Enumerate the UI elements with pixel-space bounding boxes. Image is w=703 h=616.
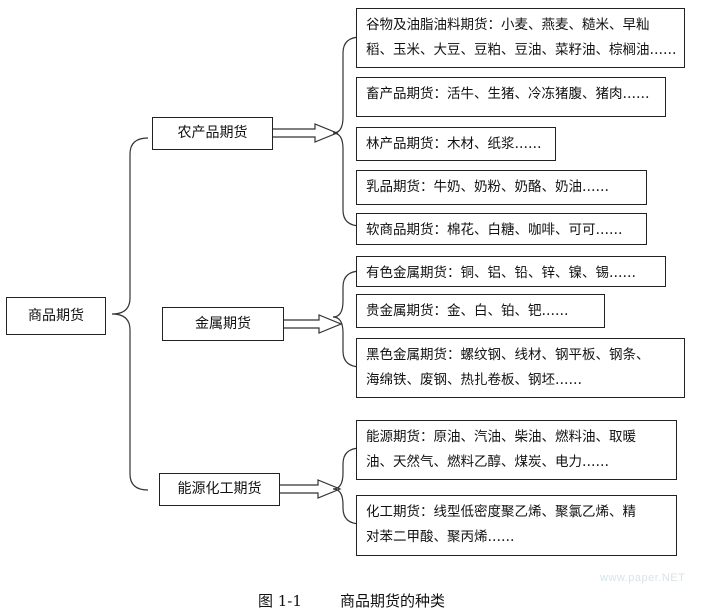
category-metals-label: 金属期货 <box>195 315 251 332</box>
watermark: www.paper.NET <box>600 572 686 584</box>
leaf-line: 林产品期货：木材、纸浆…… <box>366 136 542 152</box>
category-metals: 金属期货 <box>162 307 284 341</box>
metals-arrow <box>284 314 343 334</box>
leaf-softs: 软商品期货：棉花、白糖、咖啡、可可…… <box>356 213 647 245</box>
leaf-chemical: 化工期货：线型低密度聚乙烯、聚氯乙烯、精 对苯二甲酸、聚丙烯…… <box>356 495 677 556</box>
leaf-forest: 林产品期货：木材、纸浆…… <box>356 127 556 161</box>
leaf-line: 畜产品期货：活牛、生猪、冷冻猪腹、猪肉…… <box>366 86 650 102</box>
leaf-line: 对苯二甲酸、聚丙烯…… <box>366 529 515 545</box>
figure-caption: 图 1-1 商品期货的种类 <box>257 592 446 610</box>
leaf-energy: 能源期货：原油、汽油、柴油、燃料油、取暖 油、天然气、燃料乙醇、煤炭、电力…… <box>356 420 677 480</box>
energy-arrow <box>280 479 342 499</box>
agriculture-arrow <box>273 123 339 143</box>
root-box: 商品期货 <box>6 297 106 335</box>
category-agriculture: 农产品期货 <box>152 117 273 150</box>
leaf-line: 有色金属期货：铜、铝、铅、锌、镍、锡…… <box>366 265 636 281</box>
root-label: 商品期货 <box>28 307 84 324</box>
leaf-precious: 贵金属期货：金、白、铂、钯…… <box>356 294 605 328</box>
leaf-ferrous: 黑色金属期货：螺纹钢、线材、钢平板、钢条、 海绵铁、废钢、热扎卷板、钢坯…… <box>356 338 685 398</box>
leaf-dairy: 乳品期货：牛奶、奶粉、奶酪、奶油…… <box>356 170 647 205</box>
agriculture-brace <box>332 36 362 227</box>
metals-brace <box>332 270 362 368</box>
leaf-nonferrous: 有色金属期货：铜、铝、铅、锌、镍、锡…… <box>356 256 666 287</box>
leaf-line: 能源期货：原油、汽油、柴油、燃料油、取暖 <box>366 429 636 445</box>
leaf-line: 谷物及油脂油料期货：小麦、燕麦、糙米、早籼 <box>366 17 650 33</box>
energy-brace <box>332 447 362 525</box>
leaf-line: 稻、玉米、大豆、豆粕、豆油、菜籽油、棕榈油…… <box>366 42 677 58</box>
leaf-line: 乳品期货：牛奶、奶粉、奶酪、奶油…… <box>366 179 609 195</box>
root-brace <box>111 137 149 491</box>
leaf-line: 油、天然气、燃料乙醇、煤炭、电力…… <box>366 454 609 470</box>
leaf-line: 软商品期货：棉花、白糖、咖啡、可可…… <box>366 222 623 238</box>
category-energy-chemical-label: 能源化工期货 <box>177 481 262 497</box>
leaf-livestock: 畜产品期货：活牛、生猪、冷冻猪腹、猪肉…… <box>356 77 666 117</box>
category-energy-chemical: 能源化工期货 <box>159 473 280 506</box>
category-agriculture-label: 农产品期货 <box>177 125 248 141</box>
leaf-line: 化工期货：线型低密度聚乙烯、聚氯乙烯、精 <box>366 504 636 520</box>
leaf-grain-oilseed: 谷物及油脂油料期货：小麦、燕麦、糙米、早籼 稻、玉米、大豆、豆粕、豆油、菜籽油、… <box>356 8 685 68</box>
leaf-line: 黑色金属期货：螺纹钢、线材、钢平板、钢条、 <box>366 347 650 363</box>
leaf-line: 海绵铁、废钢、热扎卷板、钢坯…… <box>366 372 582 388</box>
leaf-line: 贵金属期货：金、白、铂、钯…… <box>366 303 569 319</box>
